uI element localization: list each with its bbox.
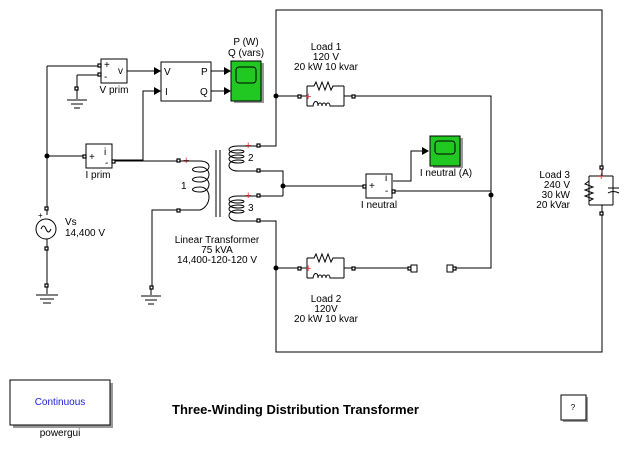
ac-sine-icon	[40, 225, 52, 233]
transformer-core	[215, 150, 221, 217]
help-button[interactable]: ?	[560, 394, 588, 422]
port-minus-label: -	[104, 72, 107, 83]
load-1[interactable]: + Load 1 120 V 20 kW 10 kvar	[294, 42, 359, 107]
primary-coil-icon	[180, 160, 210, 211]
load-2-power: 20 kW 10 kvar	[294, 314, 359, 325]
winding-2-label: 2	[248, 153, 254, 164]
polarity-plus: +	[38, 211, 43, 220]
model-title: Three-Winding Distribution Transformer	[172, 402, 419, 417]
powergui-mode: Continuous	[35, 397, 86, 408]
wire-bottom-loop	[259, 205, 603, 353]
v-prim-label: V prim	[100, 85, 129, 96]
transformer-rating: 75 kVA	[201, 245, 233, 256]
i-neutral-label: I neutral	[361, 200, 397, 211]
wire-pq-scope	[211, 70, 230, 92]
scope-pq-label-1: P (W)	[233, 37, 258, 48]
wire-ineutral-signal	[393, 150, 428, 182]
i-prim-block[interactable]: + i - I prim	[82, 143, 116, 181]
input-i-label: I	[165, 87, 168, 98]
polarity-mark: +	[598, 171, 604, 183]
load-1-name: Load 1	[311, 42, 342, 53]
load-2-name: Load 2	[311, 294, 342, 305]
junction	[280, 183, 286, 189]
port-plus-label: +	[104, 60, 110, 71]
polarity-mark: +	[305, 263, 311, 275]
port-minus-label: -	[385, 186, 388, 197]
load-1-power: 20 kW 10 kvar	[294, 62, 359, 73]
pq-measurement-block[interactable]: V I P Q	[160, 61, 212, 102]
arrow-icon	[224, 87, 231, 95]
load-3-q: 20 kVar	[536, 200, 570, 211]
load-1-voltage: 120 V	[313, 52, 339, 63]
scope-screen-icon	[434, 140, 456, 155]
scope-pq-label-2: Q (vars)	[228, 48, 264, 59]
scope-neutral-label: I neutral (A)	[420, 168, 472, 179]
rl-load-icon	[301, 80, 352, 107]
scope-screen-icon	[235, 66, 257, 84]
connector-port	[407, 264, 457, 273]
output-label: i	[385, 173, 387, 184]
scope-i-neutral[interactable]: I neutral (A)	[420, 135, 472, 179]
v-prim-block[interactable]: + - v V prim	[97, 58, 129, 96]
output-q-label: Q	[200, 87, 208, 98]
input-v-label: V	[164, 67, 171, 78]
arrow-icon	[224, 67, 231, 75]
output-p-label: P	[201, 67, 208, 78]
polarity-mark: +	[245, 190, 251, 202]
wire-neutral	[259, 170, 365, 197]
resistor-icon	[583, 180, 595, 202]
wire-load1-out	[352, 95, 492, 195]
source-name: Vs	[65, 217, 77, 228]
transformer-name: Linear Transformer	[175, 235, 260, 246]
winding-1-label: 1	[181, 181, 187, 192]
rc-load-frame	[588, 169, 614, 212]
load-3-voltage: 240 V	[544, 180, 570, 191]
powergui-block[interactable]: Continuous powergui	[9, 379, 113, 439]
transformer-voltages: 14,400-120-120 V	[177, 255, 257, 266]
load-3[interactable]: + Load 3 240 V 30 kW 20 kVar	[536, 165, 620, 216]
capacitor-icon	[607, 176, 620, 205]
winding-2-coil-icon	[228, 145, 257, 172]
arrow-icon	[422, 147, 429, 155]
wire-primary-ground	[151, 209, 178, 288]
winding-3-coil-icon	[228, 195, 257, 222]
port-plus-label: +	[369, 181, 375, 192]
output-label: v	[118, 66, 123, 77]
output-label: i	[104, 147, 106, 158]
junction	[273, 93, 279, 99]
load-2-voltage: 120V	[314, 304, 338, 315]
wire-vprim-minus	[76, 74, 99, 88]
load-3-p: 30 kW	[542, 190, 571, 201]
polarity-mark: +	[305, 91, 311, 103]
ground-icon	[141, 285, 161, 305]
junction	[273, 265, 279, 271]
arrow-icon	[154, 87, 161, 95]
port-minus-label: -	[105, 158, 108, 169]
source-value: 14,400 V	[65, 228, 105, 239]
wire-i-signal	[113, 90, 160, 161]
junction	[488, 192, 494, 198]
winding-3-label: 3	[248, 203, 254, 214]
i-prim-label: I prim	[86, 170, 111, 181]
load-2[interactable]: + Load 2 120V 20 kW 10 kvar	[294, 252, 359, 325]
load-3-name: Load 3	[539, 170, 570, 181]
junction	[44, 153, 50, 159]
polarity-mark: +	[245, 140, 251, 152]
voltage-source-vs[interactable]: + Vs 14,400 V	[35, 206, 105, 251]
help-icon: ?	[571, 403, 576, 412]
port-plus-label: +	[89, 152, 95, 163]
rl-load-icon	[301, 252, 352, 279]
linear-transformer[interactable]: + 1 + 2 + 3 Linear Transformer 75 kVA 14…	[175, 140, 261, 266]
powergui-label: powergui	[40, 428, 81, 439]
ground-icon	[36, 283, 58, 304]
wire-top-loop	[259, 9, 603, 166]
ground-icon	[67, 86, 87, 109]
arrow-icon	[154, 67, 161, 75]
i-neutral-block[interactable]: + i - I neutral	[361, 173, 397, 211]
scope-pq[interactable]: P (W) Q (vars)	[228, 37, 264, 103]
